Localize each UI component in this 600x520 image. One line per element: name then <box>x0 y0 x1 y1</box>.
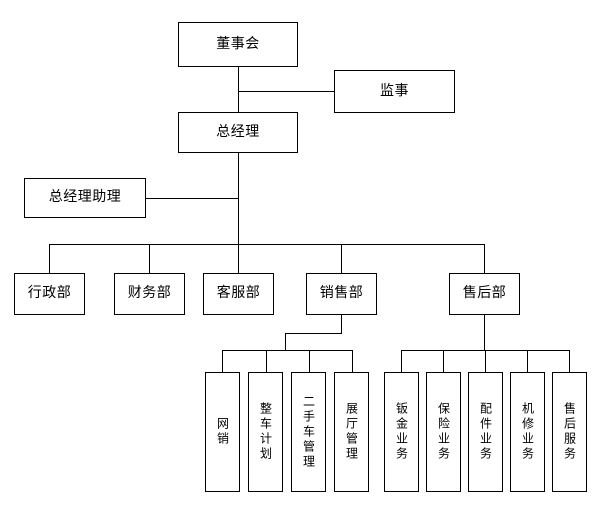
edge-drop-aftersales <box>484 244 485 273</box>
edge-drop-sales-unit-1 <box>222 350 223 372</box>
edge-drop-administration <box>49 244 50 273</box>
edge-sales-jog <box>285 333 342 334</box>
node-department-administration[interactable]: 行政部 <box>14 273 85 315</box>
node-supervisor[interactable]: 监事 <box>334 70 455 113</box>
node-label-sales-unit-vehicle-planning: 整车计划 <box>258 402 273 462</box>
edge-department-bus <box>49 244 485 245</box>
edge-aftersales-down <box>484 315 485 351</box>
node-aftersales-unit-insurance[interactable]: 保险业务 <box>426 372 461 492</box>
node-aftersales-unit-mechanical-repair[interactable]: 机修业务 <box>510 372 545 492</box>
node-label-aftersales-unit-after-sales-service: 售后服务 <box>562 402 577 462</box>
node-label-board-of-directors: 董事会 <box>216 35 260 52</box>
edge-drop-aftersales-unit-1 <box>401 350 402 372</box>
node-department-aftersales[interactable]: 售后部 <box>449 273 520 315</box>
node-sales-unit-online-sales[interactable]: 网销 <box>205 372 240 492</box>
node-department-sales[interactable]: 销售部 <box>306 273 377 315</box>
edge-drop-aftersales-unit-2 <box>443 350 444 372</box>
node-department-finance[interactable]: 财务部 <box>114 273 185 315</box>
node-aftersales-unit-body-work[interactable]: 钣金业务 <box>384 372 419 492</box>
node-aftersales-unit-parts[interactable]: 配件业务 <box>468 372 503 492</box>
edge-drop-aftersales-unit-5 <box>569 350 570 372</box>
node-sales-unit-used-car-management[interactable]: 二手车管理 <box>291 372 326 492</box>
edge-board-to-gm <box>238 91 239 112</box>
node-label-aftersales-unit-parts: 配件业务 <box>478 402 493 462</box>
node-label-department-finance: 财务部 <box>127 285 172 302</box>
node-board-of-directors[interactable]: 董事会 <box>178 22 298 67</box>
node-label-department-administration: 行政部 <box>27 285 72 302</box>
edge-board-down <box>238 67 239 91</box>
node-general-manager[interactable]: 总经理 <box>178 112 298 153</box>
node-label-aftersales-unit-body-work: 钣金业务 <box>394 402 409 462</box>
edge-board-to-supervisor <box>238 91 334 92</box>
node-label-aftersales-unit-insurance: 保险业务 <box>436 402 451 462</box>
node-label-sales-unit-used-car-management: 二手车管理 <box>301 394 316 470</box>
edge-drop-sales-unit-4 <box>352 350 353 372</box>
node-label-department-aftersales: 售后部 <box>462 285 507 302</box>
node-label-aftersales-unit-mechanical-repair: 机修业务 <box>520 402 535 462</box>
edge-drop-finance <box>149 244 150 273</box>
node-gm-assistant[interactable]: 总经理助理 <box>24 178 146 218</box>
node-label-supervisor: 监事 <box>380 82 409 99</box>
edge-sales-down-1 <box>341 315 342 334</box>
node-sales-unit-vehicle-planning[interactable]: 整车计划 <box>248 372 283 492</box>
edge-gm-spine <box>238 153 239 245</box>
node-label-sales-unit-showroom-management: 展厅管理 <box>344 402 359 462</box>
edge-drop-sales-unit-2 <box>266 350 267 372</box>
edge-drop-aftersales-unit-4 <box>527 350 528 372</box>
node-label-department-sales: 销售部 <box>319 285 364 302</box>
node-sales-unit-showroom-management[interactable]: 展厅管理 <box>334 372 369 492</box>
node-label-department-customer-service: 客服部 <box>216 285 261 302</box>
edge-drop-sales-unit-3 <box>309 350 310 372</box>
edge-sales-unit-bus <box>222 350 353 351</box>
node-department-customer-service[interactable]: 客服部 <box>203 273 274 315</box>
edge-drop-sales <box>341 244 342 273</box>
node-label-sales-unit-online-sales: 网销 <box>215 417 230 447</box>
edge-sales-down-2 <box>285 333 286 350</box>
node-label-gm-assistant: 总经理助理 <box>48 189 122 206</box>
node-label-general-manager: 总经理 <box>216 123 260 140</box>
node-aftersales-unit-after-sales-service[interactable]: 售后服务 <box>552 372 587 492</box>
edge-drop-customer-service <box>238 244 239 273</box>
edge-gm-assistant-to-spine <box>146 198 239 199</box>
edge-drop-aftersales-unit-3 <box>485 350 486 372</box>
